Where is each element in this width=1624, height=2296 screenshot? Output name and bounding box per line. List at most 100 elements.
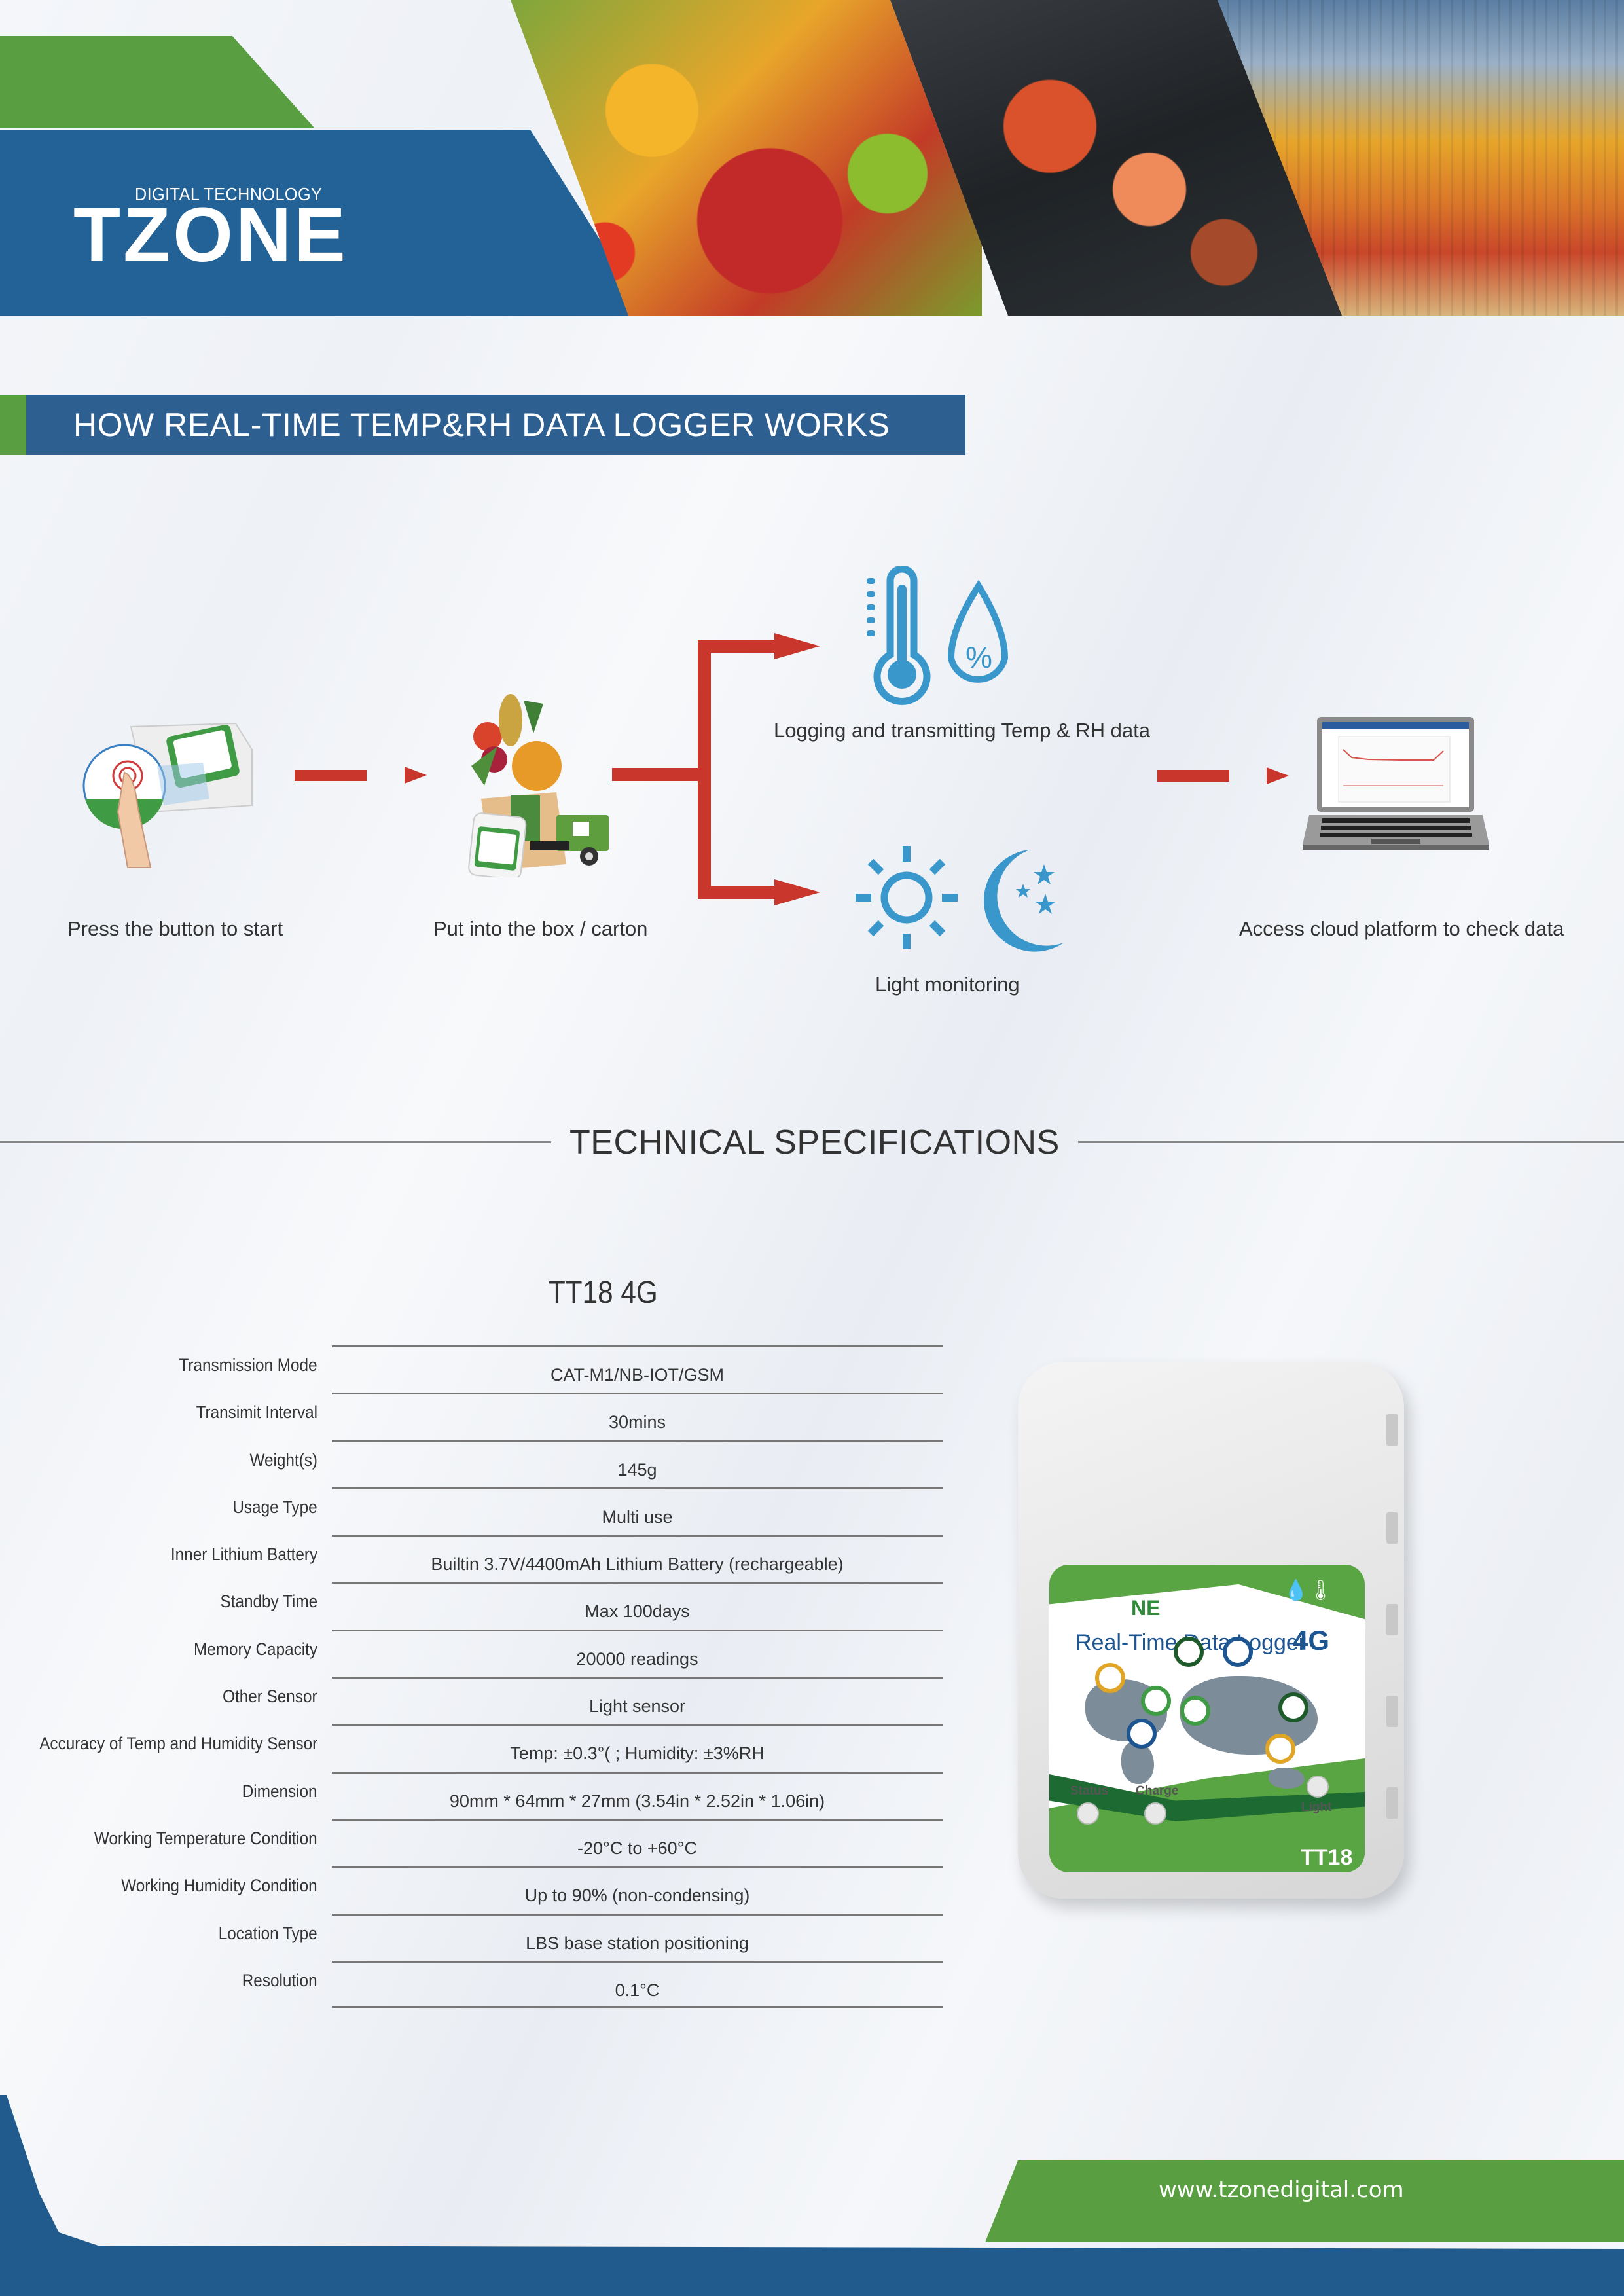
droplet-thermometer-icon: 💧🌡 <box>1284 1580 1333 1601</box>
label-logo: NE <box>1131 1596 1161 1620</box>
how-it-works-title: HOW REAL-TIME TEMP&RH DATA LOGGER WORKS <box>73 407 890 443</box>
spec-value: 0.1°C <box>615 1980 660 2000</box>
spec-label: Working Humidity Condition <box>121 1876 317 1896</box>
arrow-head <box>405 767 427 784</box>
arrow-head <box>774 879 820 905</box>
device-vent <box>1386 1414 1398 1446</box>
step-box-label: Put into the box / carton <box>433 917 648 940</box>
branch-arrow-top <box>698 640 776 653</box>
spec-row: Memory Capacity 20000 readings <box>0 1629 943 1677</box>
spec-row: Inner Lithium Battery Builtin 3.7V/4400mA… <box>0 1535 943 1582</box>
led-label-charge: Charge <box>1136 1784 1179 1798</box>
laptop-icon <box>1303 717 1489 854</box>
header-photo-strip <box>511 0 1624 316</box>
spec-label: Dimension <box>242 1781 317 1801</box>
spec-value: 20000 readings <box>576 1649 698 1669</box>
device-vent <box>1386 1604 1398 1635</box>
header-blue-band <box>0 130 648 316</box>
spec-label: Inner Lithium Battery <box>170 1544 317 1565</box>
spec-label: Weight(s) <box>249 1449 317 1470</box>
spec-value: 90mm * 64mm * 27mm (3.54in * 2.52in * 1.… <box>449 1791 825 1811</box>
spec-label: Accuracy of Temp and Humidity Sensor <box>39 1734 317 1754</box>
map-icon <box>1095 1663 1125 1693</box>
step-light-label: Light monitoring <box>875 973 1020 996</box>
device-vent <box>1386 1787 1398 1819</box>
arrow-dash <box>1157 770 1229 782</box>
spec-row: Weight(s) 145g <box>0 1440 943 1487</box>
section-accent <box>0 395 26 455</box>
hand-pressing-device-icon <box>72 714 255 871</box>
spec-label: Resolution <box>242 1970 317 1990</box>
branch-arrow-vertical <box>698 640 711 899</box>
spec-label: Transimit Interval <box>196 1402 317 1423</box>
model-name: TT18 4G <box>549 1275 658 1310</box>
device-vent <box>1386 1512 1398 1544</box>
brand-logo: TZONE <box>73 192 348 278</box>
header-green-band <box>0 36 314 128</box>
map-icon <box>1174 1637 1204 1667</box>
led-label-status: Status <box>1070 1784 1109 1798</box>
spec-value: LBS base station positioning <box>526 1933 749 1953</box>
spec-value: Up to 90% (non-condensing) <box>524 1886 750 1906</box>
thermometer-humidity-icon: % <box>864 565 1021 710</box>
status-led <box>1077 1802 1099 1825</box>
arrow-head <box>774 633 820 659</box>
spec-value: CAT-M1/NB-IOT/GSM <box>550 1365 724 1385</box>
spec-row: Working Humidity Condition Up to 90% (non… <box>0 1866 943 1913</box>
label-4g-badge: 4G <box>1293 1625 1330 1656</box>
spec-label: Usage Type <box>232 1497 317 1517</box>
spec-row: Resolution 0.1°C <box>0 1960 943 2009</box>
spec-row: Working Temperature Condition -20°C to +6… <box>0 1818 943 1866</box>
footer-url-band <box>985 2160 1624 2242</box>
spec-label: Other Sensor <box>223 1686 317 1707</box>
spec-value: 30mins <box>608 1412 666 1432</box>
device-label: NE Real-Time Data Logger 4G 💧🌡 Status Ch… <box>1049 1565 1365 1872</box>
spec-label: Memory Capacity <box>193 1639 317 1659</box>
device-vent <box>1386 1696 1398 1727</box>
sun-moon-icon <box>854 845 1070 953</box>
label-model: TT18 <box>1301 1845 1353 1870</box>
brand-tagline: DIGITAL TECHNOLOGY <box>135 184 323 204</box>
branch-arrow-bottom <box>698 886 776 899</box>
map-icon <box>1180 1696 1210 1726</box>
world-map <box>1269 1768 1305 1789</box>
charge-led <box>1144 1802 1166 1825</box>
step-cloud-label: Access cloud platform to check data <box>1239 917 1564 940</box>
spec-row: Other Sensor Light sensor <box>0 1677 943 1724</box>
spec-row: Transimit Interval 30mins <box>0 1393 943 1440</box>
map-icon <box>1223 1637 1253 1667</box>
branch-arrow-stem <box>612 768 700 781</box>
how-it-works-banner: HOW REAL-TIME TEMP&RH DATA LOGGER WORKS <box>26 395 965 455</box>
spec-value: 145g <box>617 1459 657 1480</box>
map-icon <box>1127 1719 1157 1749</box>
grocery-bag-truck-icon <box>458 687 628 880</box>
map-icon <box>1265 1734 1295 1764</box>
light-sensor <box>1307 1776 1329 1798</box>
website-link[interactable]: www.tzonedigital.com <box>1159 2177 1404 2203</box>
spec-row: Usage Type Multi use <box>0 1487 943 1535</box>
spec-label: Location Type <box>219 1923 317 1943</box>
arrow-head <box>1267 767 1289 784</box>
tech-specs-title: TECHNICAL SPECIFICATIONS <box>569 1123 1060 1161</box>
map-icon <box>1278 1692 1308 1722</box>
spec-value: Light sensor <box>588 1696 686 1717</box>
spec-label: Working Temperature Condition <box>94 1828 317 1848</box>
arrow-dash <box>295 770 367 781</box>
svg-text:%: % <box>965 640 992 674</box>
spec-label: Transmission Mode <box>179 1355 317 1375</box>
spec-value: Max 100days <box>585 1601 690 1622</box>
spec-row: Dimension 90mm * 64mm * 27mm (3.54in * 2.… <box>0 1771 943 1819</box>
spec-value: -20°C to +60°C <box>577 1838 697 1858</box>
spec-value: Builtin 3.7V/4400mAh Lithium Battery (re… <box>431 1554 844 1575</box>
step-press-label: Press the button to start <box>67 917 283 940</box>
step-logging-label: Logging and transmitting Temp & RH data <box>774 719 1150 742</box>
spec-value: Temp: ±0.3°( ; Humidity: ±3%RH <box>510 1743 765 1764</box>
led-label-light: Light <box>1301 1800 1332 1814</box>
world-map <box>1121 1741 1154 1784</box>
spec-row: Accuracy of Temp and Humidity Sensor Temp… <box>0 1724 943 1771</box>
spec-value: Multi use <box>602 1506 673 1527</box>
